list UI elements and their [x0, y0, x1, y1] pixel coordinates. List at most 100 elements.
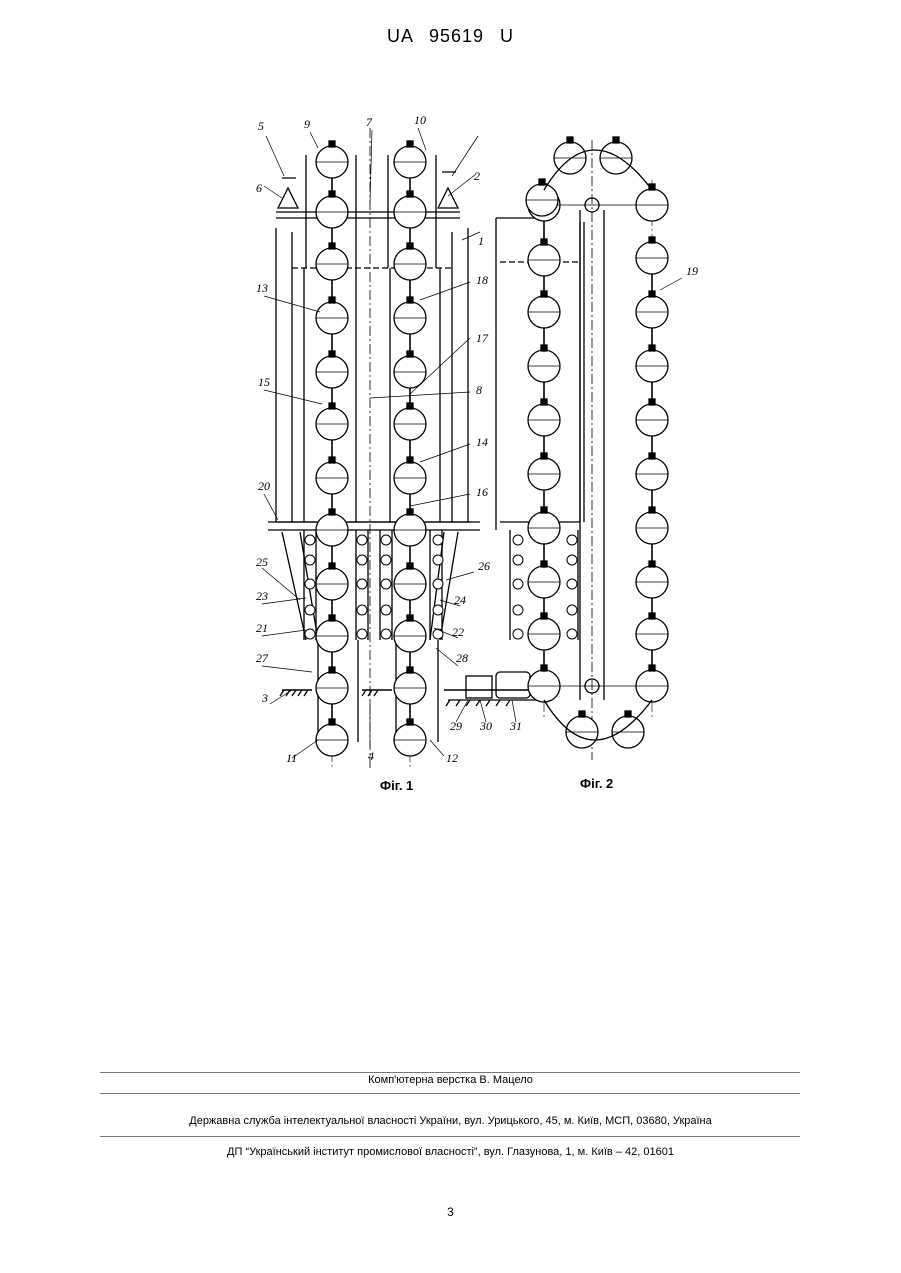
roller — [567, 629, 577, 639]
reference-label: 5 — [258, 119, 264, 133]
roller — [433, 629, 443, 639]
reference-label: 8 — [476, 383, 482, 397]
bucket — [316, 563, 348, 600]
roller — [513, 535, 523, 545]
roller — [567, 605, 577, 615]
bucket — [636, 291, 668, 328]
bucket-chains — [316, 137, 668, 756]
leader-line — [420, 444, 470, 462]
bucket — [528, 665, 560, 702]
footer-agency: Державна служба інтелектуальної власност… — [0, 1115, 901, 1127]
reference-label: 15 — [258, 375, 270, 389]
leader-line — [448, 174, 476, 196]
reference-label: 4 — [368, 749, 374, 763]
bucket — [316, 509, 348, 546]
bucket — [528, 291, 560, 328]
bucket — [316, 403, 348, 440]
footer-rule-middle — [100, 1093, 800, 1094]
roller — [433, 555, 443, 565]
leader-line — [270, 690, 292, 704]
bucket — [528, 239, 560, 276]
roller — [357, 629, 367, 639]
top-beam — [276, 212, 460, 218]
bucket — [316, 141, 348, 178]
roller — [433, 605, 443, 615]
footer-institute: ДП “Український інститут промислової вла… — [0, 1146, 901, 1158]
bucket — [394, 719, 426, 756]
roller — [513, 605, 523, 615]
fig2-caption: Фіг. 2 — [580, 776, 613, 791]
reference-label: 1 — [478, 234, 484, 248]
reference-label: 11 — [286, 751, 297, 765]
leader-line — [262, 666, 312, 672]
bucket — [528, 613, 560, 650]
reference-label: 12 — [446, 751, 458, 765]
roller — [305, 535, 315, 545]
gearbox-30 — [466, 676, 492, 698]
leader-line — [262, 630, 306, 636]
bucket — [394, 403, 426, 440]
roller — [433, 579, 443, 589]
bucket — [528, 399, 560, 436]
bucket — [316, 191, 348, 228]
reference-label: 17 — [476, 331, 489, 345]
reference-label: 20 — [258, 479, 270, 493]
roller — [567, 555, 577, 565]
roller — [381, 629, 391, 639]
bucket — [612, 711, 644, 748]
support-left — [278, 178, 298, 208]
tank-right-wall — [452, 228, 468, 522]
bucket — [636, 453, 668, 490]
reference-label: 19 — [686, 264, 698, 278]
bucket — [394, 457, 426, 494]
reference-label: 27 — [256, 651, 269, 665]
roller — [381, 605, 391, 615]
bucket — [636, 345, 668, 382]
reference-label: 2 — [474, 169, 480, 183]
reference-label: 23 — [256, 589, 268, 603]
support-right — [438, 172, 458, 208]
tank-left-wall — [276, 228, 470, 522]
roller — [305, 605, 315, 615]
reference-label: 28 — [456, 651, 468, 665]
leader-line — [430, 740, 444, 756]
bucket — [316, 615, 348, 652]
roller — [357, 579, 367, 589]
fig1-caption: Фіг. 1 — [380, 778, 413, 793]
roller — [513, 579, 523, 589]
reference-label: 13 — [256, 281, 268, 295]
roller — [357, 555, 367, 565]
bucket — [394, 141, 426, 178]
bucket — [636, 237, 668, 274]
leader-line — [292, 740, 318, 758]
bucket — [528, 453, 560, 490]
reference-label: 9 — [304, 117, 310, 131]
bucket — [394, 615, 426, 652]
bucket — [528, 507, 560, 544]
roller — [567, 579, 577, 589]
roller — [513, 629, 523, 639]
leader-line — [264, 390, 322, 404]
leader-line — [310, 132, 318, 148]
bucket — [394, 297, 426, 334]
reference-label: 10 — [414, 113, 426, 127]
footer-rule-bottom — [100, 1136, 800, 1137]
patent-drawing: 1234567891011121314151617181920212223242… — [0, 0, 901, 800]
roller — [513, 555, 523, 565]
leader-line — [264, 186, 282, 198]
roller — [357, 535, 367, 545]
leader-line — [370, 392, 470, 398]
leader-line — [436, 648, 458, 666]
bucket — [316, 457, 348, 494]
roller — [433, 535, 443, 545]
reference-label: 26 — [478, 559, 490, 573]
bucket — [316, 297, 348, 334]
bucket — [316, 351, 348, 388]
reference-label: 14 — [476, 435, 488, 449]
roller — [305, 579, 315, 589]
motor-31 — [496, 672, 530, 698]
reference-label: 7 — [366, 115, 373, 129]
bucket — [394, 509, 426, 546]
roller — [381, 555, 391, 565]
roller — [305, 629, 315, 639]
